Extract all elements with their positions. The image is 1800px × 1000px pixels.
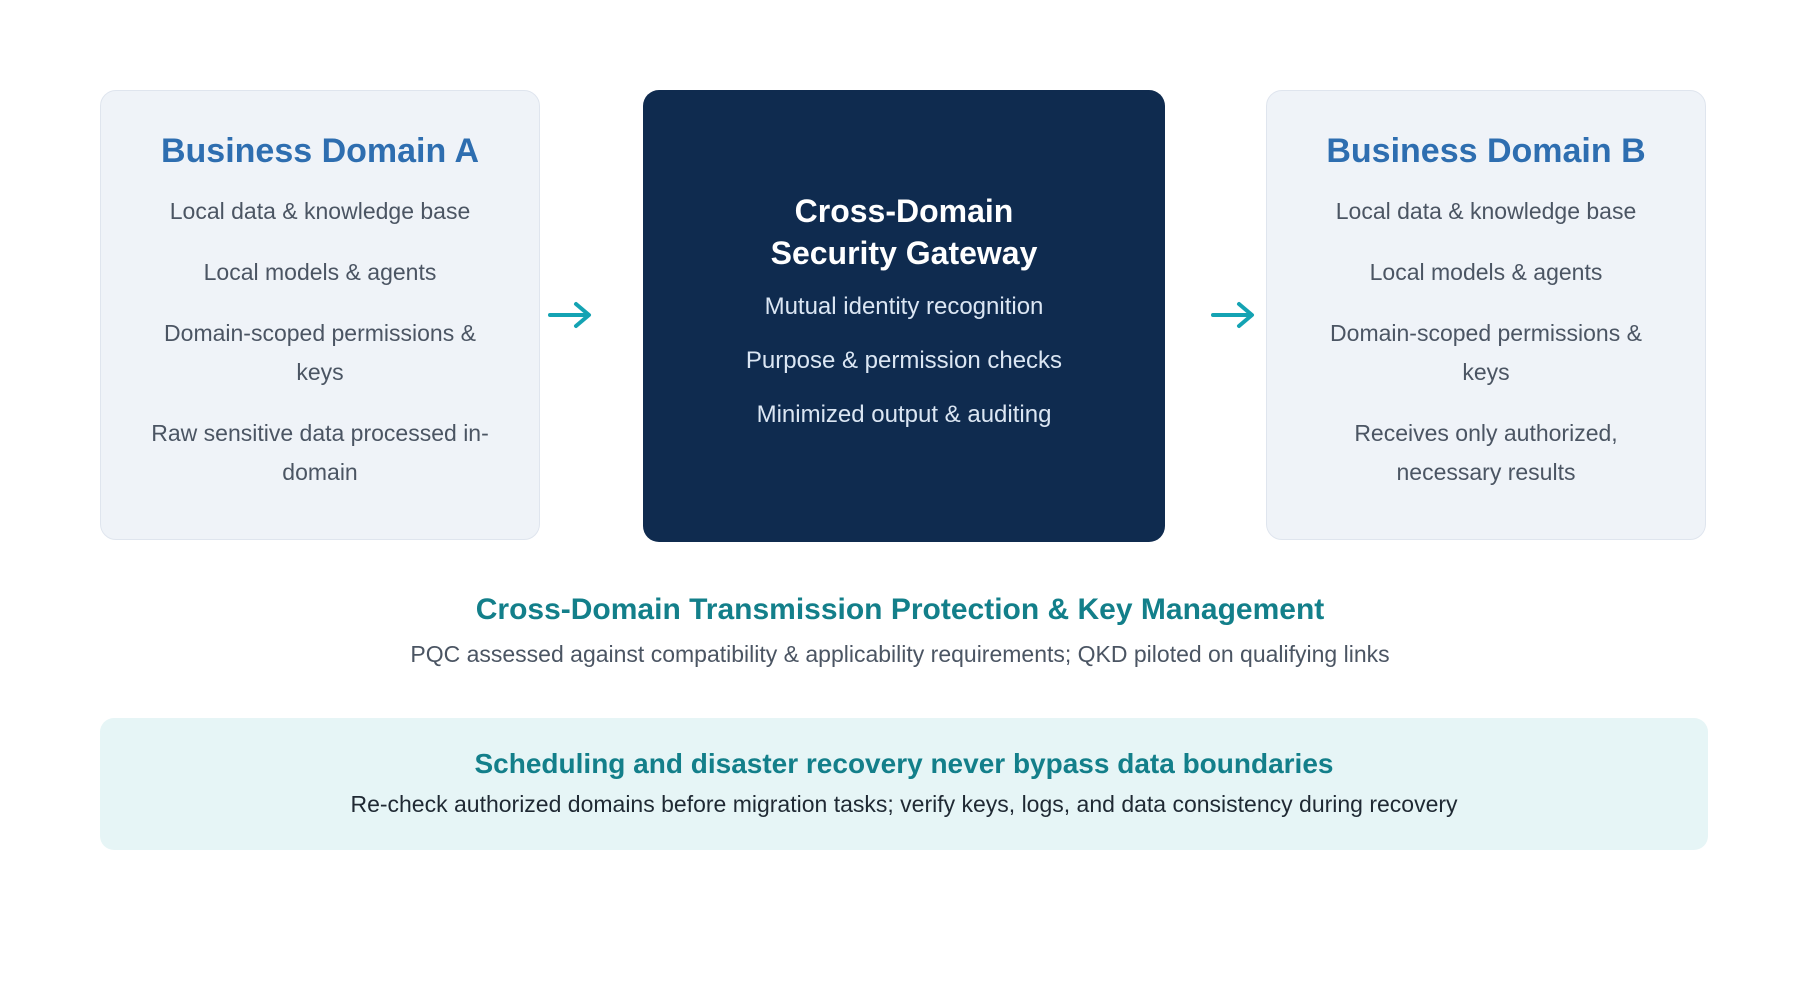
domain-a-item: Domain-scoped permissions & keys xyxy=(164,319,476,385)
gateway-title-line: Cross-Domain xyxy=(794,193,1014,229)
security-gateway-title: Cross-Domain Security Gateway xyxy=(643,190,1165,274)
gateway-item: Mutual identity recognition xyxy=(764,293,1044,320)
business-domain-b-card: Business Domain B Local data & knowledge… xyxy=(1266,90,1706,540)
business-domain-a-title: Business Domain A xyxy=(160,132,480,170)
domain-b-item: Local data & knowledge base xyxy=(1335,197,1637,224)
transmission-protection-subtitle: PQC assessed against compatibility & app… xyxy=(410,641,1390,667)
gateway-title-line: Security Gateway xyxy=(770,235,1038,271)
gateway-item: Purpose & permission checks xyxy=(745,347,1063,374)
business-domain-b-list: Local data & knowledge base Local models… xyxy=(1267,192,1705,492)
transmission-protection-section: Cross-Domain Transmission Protection & K… xyxy=(0,590,1800,670)
security-gateway-list: Mutual identity recognition Purpose & pe… xyxy=(643,290,1165,432)
domain-b-item: Local models & agents xyxy=(1369,258,1603,285)
domain-b-item: Receives only authorized, necessary resu… xyxy=(1354,419,1618,485)
domain-a-item: Local data & knowledge base xyxy=(169,197,471,224)
disaster-recovery-subtitle: Re-check authorized domains before migra… xyxy=(350,791,1458,817)
domain-b-item: Domain-scoped permissions & keys xyxy=(1330,319,1642,385)
domain-a-item: Raw sensitive data processed in-domain xyxy=(151,419,489,485)
transmission-protection-title: Cross-Domain Transmission Protection & K… xyxy=(475,593,1325,626)
security-gateway-card: Cross-Domain Security Gateway Mutual ide… xyxy=(643,90,1165,542)
arrow-right-icon xyxy=(1211,302,1254,328)
business-domain-a-list: Local data & knowledge base Local models… xyxy=(101,192,539,492)
disaster-recovery-title: Scheduling and disaster recovery never b… xyxy=(474,748,1334,779)
arrow-right-icon xyxy=(548,302,591,328)
gateway-item: Minimized output & auditing xyxy=(756,401,1052,428)
domain-a-item: Local models & agents xyxy=(203,258,437,285)
business-domain-a-card: Business Domain A Local data & knowledge… xyxy=(100,90,540,540)
business-domain-b-title: Business Domain B xyxy=(1326,132,1646,170)
disaster-recovery-banner: Scheduling and disaster recovery never b… xyxy=(100,718,1708,850)
